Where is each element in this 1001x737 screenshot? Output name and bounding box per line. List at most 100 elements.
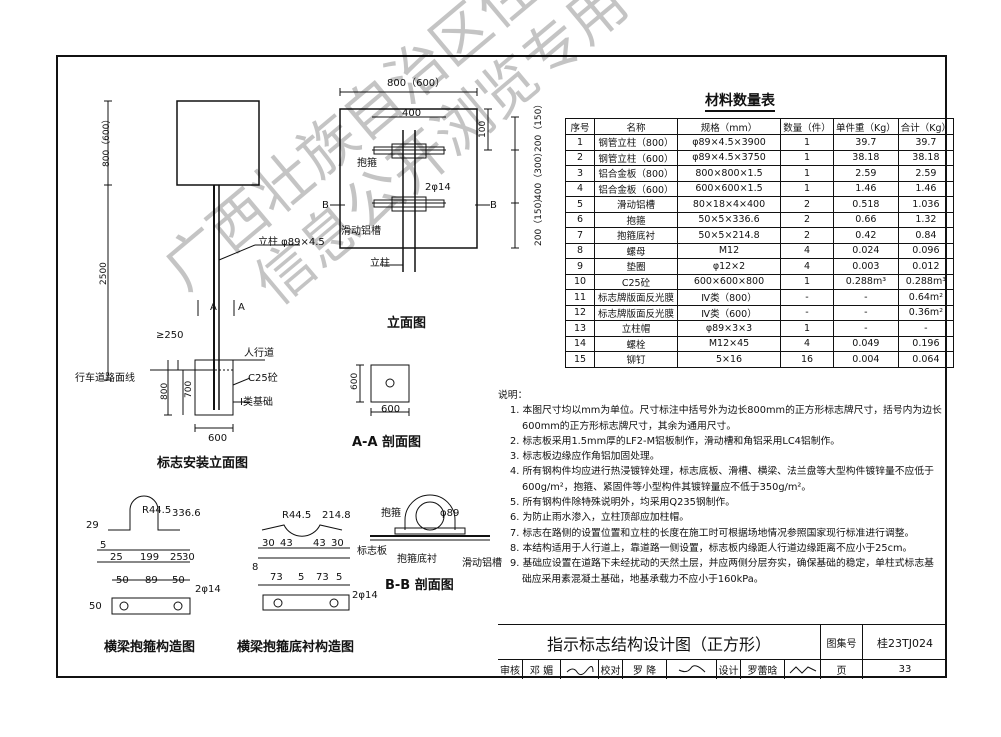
materials-cell: - (780, 304, 834, 321)
materials-header-cell: 名称 (594, 118, 678, 135)
materials-cell: 4 (780, 335, 834, 352)
materials-cell: 800×800×1.5 (677, 165, 781, 182)
materials-cell: φ89×4.5×3900 (677, 134, 781, 151)
materials-cell: 4 (565, 180, 595, 197)
atlas-number: 桂23TJ024 (862, 625, 947, 660)
lining-detail-title: 横梁抱箍底衬构造图 (237, 640, 355, 655)
materials-cell: 垫圈 (594, 258, 678, 275)
materials-cell: 2 (565, 149, 595, 166)
materials-cell: 铝合金板（600） (594, 180, 678, 197)
hoop-dim-199: 199 (140, 552, 160, 563)
label-hoop: 抱箍 (357, 158, 377, 169)
aa-dim-h: 600 (350, 372, 360, 390)
checker-name: 罗 降 (622, 660, 666, 679)
materials-cell: 6 (565, 211, 595, 228)
materials-cell: 38.18 (897, 149, 955, 166)
page-label: 页 (820, 660, 862, 679)
materials-cell: 16 (780, 351, 834, 368)
materials-cell: 1.46 (833, 180, 899, 197)
dim-post-height: 2500 (99, 262, 109, 285)
label-post-front: 立柱 (370, 258, 390, 269)
lining-profile (261, 524, 343, 537)
lining-dim-radius: R44.5 (282, 510, 312, 521)
drawing-title: 指示标志结构设计图（正方形） (546, 634, 771, 654)
designer-signature (784, 660, 820, 679)
lining-dim-30a: 30 (262, 538, 275, 549)
lining-dim-73a: 73 (270, 572, 283, 583)
notes-block: 说明： 1. 本图尺寸均以mm为单位。尺寸标注中括号外为边长800mm的正方形标… (498, 388, 943, 587)
section-mark-a-right: A (238, 302, 245, 313)
atlas-label: 图集号 (820, 625, 862, 660)
note-item: 2. 标志板采用1.5mm厚的LF2-M铝板制作，滑动槽和角铝采用LC4铝制作。 (510, 435, 841, 447)
materials-cell: 0.42 (833, 227, 899, 244)
materials-cell: M12×45 (677, 335, 781, 352)
dim-offset: ≥250 (156, 330, 184, 341)
section-bb-title: B-B 剖面图 (385, 578, 454, 593)
note-item: 3. 标志板边缘应作角铝加固处理。 (510, 451, 660, 463)
materials-cell: 1 (780, 149, 834, 166)
note-item: 7. 标志在路侧的设置位置和立柱的长度在施工时可根据场地情况参照国家现行标准进行… (510, 527, 915, 539)
materials-header-cell: 数量（件） (780, 118, 834, 135)
note-item: 9. 基础应设置在道路下未经扰动的天然土层，并应两侧分层夯实，确保基础的稳定，单… (510, 558, 934, 585)
materials-cell: 15 (565, 351, 595, 368)
materials-cell: Ⅳ类（600） (677, 304, 781, 321)
materials-cell: 0.84 (897, 227, 955, 244)
aa-dim-w: 600 (381, 404, 401, 415)
materials-cell: 4 (780, 258, 834, 275)
hoop-detail-title: 横梁抱箍构造图 (104, 640, 196, 655)
materials-cell: 滑动铝槽 (594, 196, 678, 213)
lining-dim-5b: 5 (336, 572, 343, 583)
materials-cell: 5×16 (677, 351, 781, 368)
section-mark-b-left: B (322, 200, 329, 211)
materials-cell: 2.59 (897, 165, 955, 182)
materials-cell: 3 (565, 165, 595, 182)
materials-cell: 0.096 (897, 242, 955, 259)
materials-cell: - (833, 289, 899, 306)
materials-cell: - (780, 289, 834, 306)
materials-cell: 14 (565, 335, 595, 352)
reviewer-signature (560, 660, 598, 679)
materials-cell: M12 (677, 242, 781, 259)
check-label: 校对 (598, 660, 622, 679)
dim-right-3: 400（300） (534, 147, 544, 200)
dim-panel-width: 800（600） (387, 78, 446, 89)
materials-cell: 1 (780, 180, 834, 197)
hoop-plate (111, 597, 191, 615)
notes-heading: 说明： (498, 390, 528, 401)
materials-cell: 0.66 (833, 211, 899, 228)
materials-cell: 0.518 (833, 196, 899, 213)
materials-cell: 50×5×214.8 (677, 227, 781, 244)
dim-right-1: 100 (478, 120, 488, 138)
label-post: 立柱 φ89×4.5 (258, 237, 325, 248)
hoop-dim-radius: R44.5 (142, 505, 172, 516)
materials-header-cell: 单件重（Kg） (833, 118, 899, 135)
materials-cell: C25砼 (594, 273, 678, 290)
lining-dim-8: 8 (252, 562, 259, 573)
note-item: 4. 所有钢构件均应进行热浸镀锌处理，标志底板、滑槽、横梁、法兰盘等大型构件镀锌… (510, 466, 934, 493)
materials-cell: 铆钉 (594, 351, 678, 368)
sign-panel-front (339, 108, 478, 249)
materials-cell: - (833, 320, 899, 337)
dim-right-4: 200（150） (534, 193, 544, 246)
materials-cell: 1.46 (897, 180, 955, 197)
hoop-dim-50a: 50 (116, 575, 129, 586)
materials-header-cell: 规格（mm） (677, 118, 781, 135)
lining-dim-43b: 43 (313, 538, 326, 549)
section-mark-a-left: A (210, 302, 217, 313)
hoop-dim-30: 30 (182, 552, 195, 563)
materials-cell: 0.064 (897, 351, 955, 368)
hoop-dim-50c: 50 (89, 601, 102, 612)
materials-cell: 立柱帽 (594, 320, 678, 337)
materials-cell: 4 (780, 242, 834, 259)
note-item: 8. 本结构适用于人行道上，靠道路一侧设置，标志板内缘距人行道边缘距离不应小于2… (510, 542, 913, 554)
materials-cell: 2 (780, 211, 834, 228)
